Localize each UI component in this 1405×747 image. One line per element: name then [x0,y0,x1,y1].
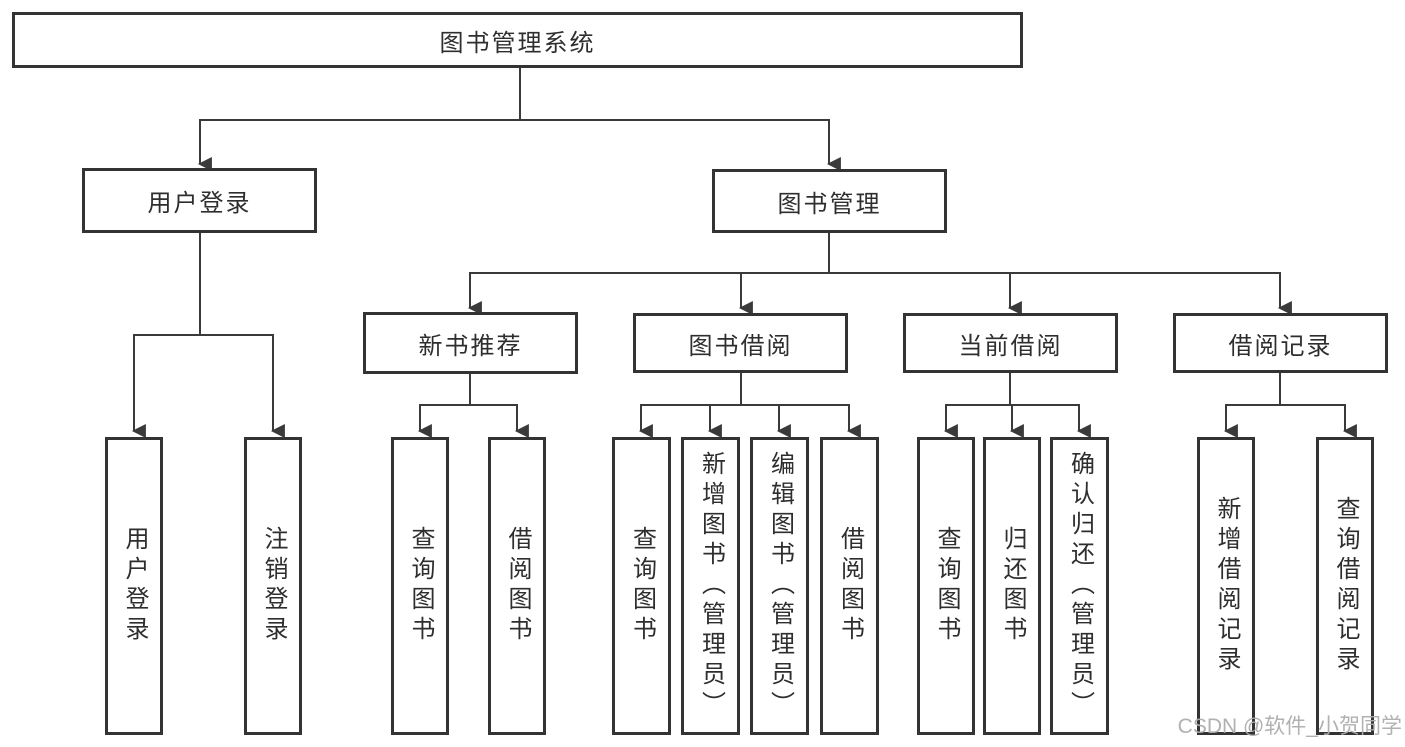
leaf-borrow-book: 借阅图书 [820,437,879,735]
csdn-watermark: CSDN @软件_小贺同学 [1177,715,1402,738]
node-book-borrow-label: 图书借阅 [688,332,793,360]
node-current-borrow-label: 当前借阅 [958,332,1063,360]
leaf-borrow-query-book-label: 查询图书 [628,526,656,646]
leaf-add-book-admin-label: 新增图书（管理员） [697,451,725,721]
leaf-recommend-borrow-book: 借阅图书 [488,437,546,735]
leaf-logout: 注销登录 [244,437,302,735]
node-book-management: 图书管理 [712,169,947,233]
node-borrow-records-label: 借阅记录 [1228,332,1333,360]
leaf-add-borrow-record-label: 新增借阅记录 [1213,496,1240,676]
leaf-return-book: 归还图书 [983,437,1041,735]
node-borrow-records: 借阅记录 [1173,313,1388,373]
leaf-recommend-query-book-label: 查询图书 [407,526,434,646]
leaf-logout-label: 注销登录 [260,526,287,646]
leaf-edit-book-admin: 编辑图书（管理员） [750,437,809,735]
node-book-management-label: 图书管理 [777,190,882,218]
leaf-recommend-query-book: 查询图书 [391,437,449,735]
leaf-add-book-admin: 新增图书（管理员） [681,437,740,735]
leaf-query-borrow-record-label: 查询借阅记录 [1332,496,1359,676]
node-root: 图书管理系统 [12,12,1023,68]
leaf-confirm-return-admin-label: 确认归还（管理员） [1066,451,1094,721]
node-book-borrow: 图书借阅 [633,313,848,373]
node-new-book-recommend-label: 新书推荐 [418,332,523,360]
leaf-user-login: 用户登录 [105,437,163,735]
leaf-return-book-label: 归还图书 [999,526,1026,646]
leaf-current-query-book-label: 查询图书 [933,526,960,646]
node-root-label: 图书管理系统 [439,29,596,57]
node-current-borrow: 当前借阅 [903,313,1118,373]
node-user-login: 用户登录 [82,168,317,233]
leaf-borrow-book-label: 借阅图书 [836,526,864,646]
node-user-login-label: 用户登录 [147,190,252,217]
leaf-query-borrow-record: 查询借阅记录 [1316,437,1374,735]
leaf-confirm-return-admin: 确认归还（管理员） [1050,437,1109,735]
leaf-user-login-label: 用户登录 [121,526,148,646]
leaf-edit-book-admin-label: 编辑图书（管理员） [766,451,794,721]
leaf-borrow-query-book: 查询图书 [612,437,671,735]
leaf-recommend-borrow-book-label: 借阅图书 [504,526,531,646]
node-new-book-recommend: 新书推荐 [363,312,578,374]
leaf-add-borrow-record: 新增借阅记录 [1197,437,1255,735]
leaf-current-query-book: 查询图书 [917,437,975,735]
